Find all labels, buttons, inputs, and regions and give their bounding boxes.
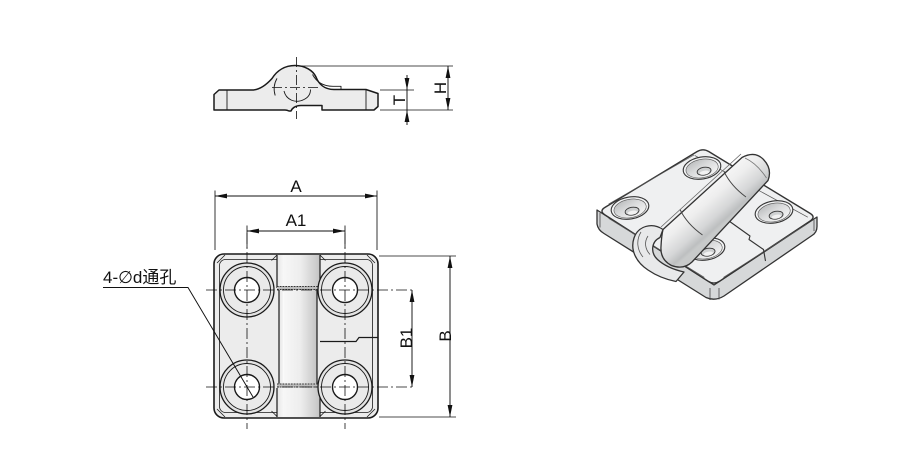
iso-barrel (660, 153, 771, 268)
side-view-outline (213, 64, 379, 112)
dimension-B: B (379, 255, 456, 418)
dim-label-B: B (436, 330, 455, 341)
countersunk-hole-iso (682, 156, 722, 180)
dim-label-A1: A1 (286, 211, 307, 230)
dim-label-H: H (431, 82, 450, 94)
side-view: H T (213, 57, 453, 125)
dim-label-T: T (390, 95, 409, 105)
dim-label-A: A (290, 177, 302, 196)
dimension-H: H (301, 65, 453, 111)
dimension-T: T (380, 75, 414, 125)
dimension-A: A (214, 177, 378, 250)
iso-parting-line (721, 215, 767, 262)
dimension-B1: B1 (397, 290, 416, 387)
countersunk-hole-iso (754, 200, 794, 224)
dimension-A1: A1 (246, 211, 346, 248)
iso-knuckle-curl (632, 225, 685, 283)
isometric-view (596, 149, 818, 300)
hole-callout-leader (103, 287, 254, 398)
leaf-parting-line (320, 336, 378, 343)
dim-label-B1: B1 (397, 328, 416, 349)
hole-callout: 4-∅d通孔 (103, 268, 254, 398)
hinge-barrel (271, 254, 326, 417)
countersunk-hole-iso (610, 196, 650, 220)
centerlines (206, 233, 415, 429)
hole-callout-label: 4-∅d通孔 (103, 268, 176, 287)
front-view: A A1 B B1 4-∅d通孔 (103, 177, 456, 429)
